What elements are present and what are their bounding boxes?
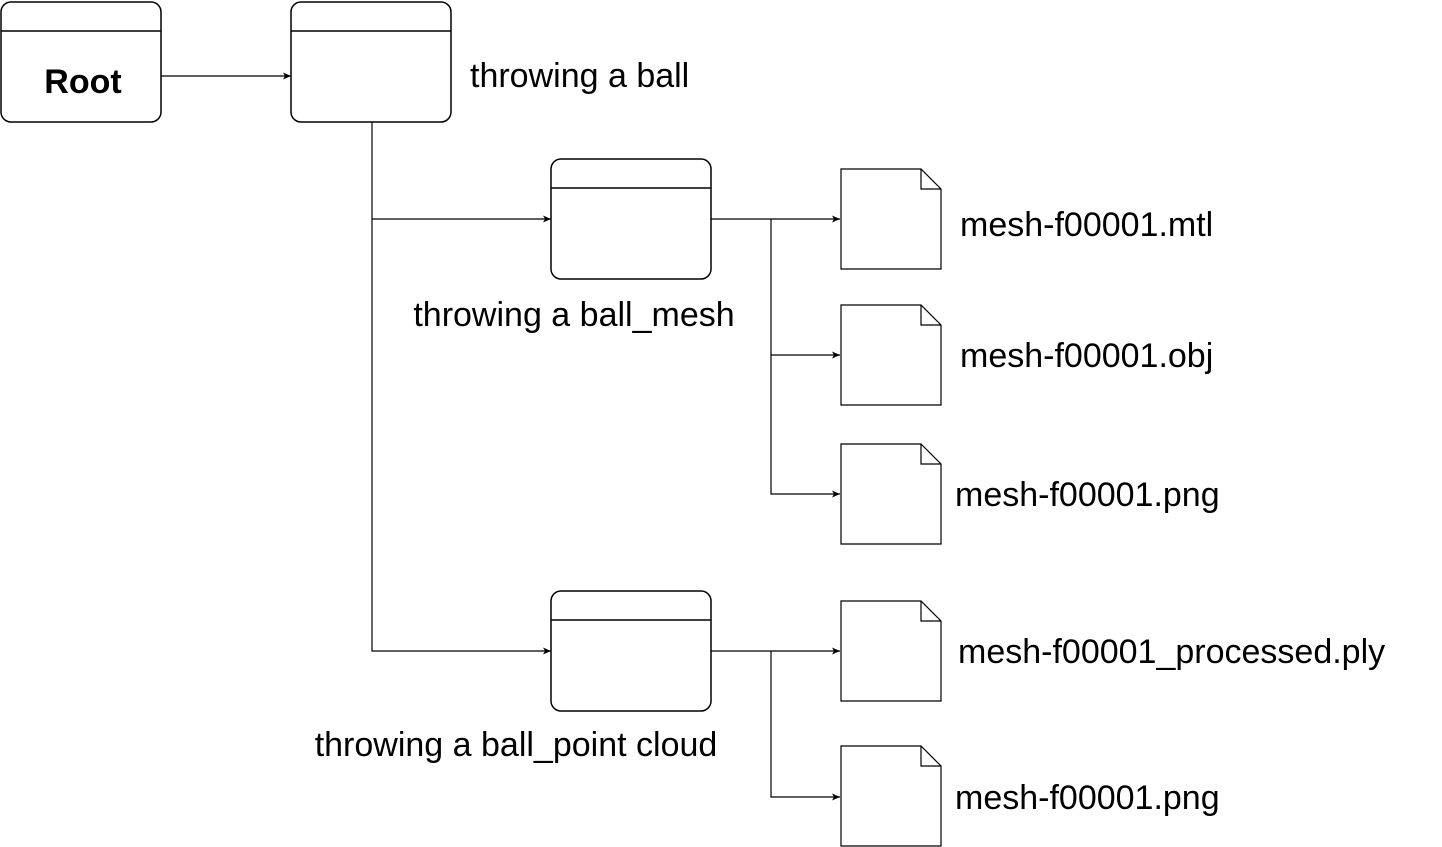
file-fold-icon bbox=[920, 305, 941, 326]
file-icon bbox=[840, 304, 942, 406]
file-fold-icon bbox=[920, 444, 941, 465]
file-fold-icon bbox=[920, 746, 941, 767]
folder-throwing-a-ball-box bbox=[290, 1, 452, 123]
folder-point-cloud[interactable] bbox=[550, 590, 712, 712]
file-point-cloud-png-label: mesh-f00001.png bbox=[955, 779, 1220, 817]
connector-mesh-to-obj bbox=[770, 219, 840, 359]
folder-mesh-label: throwing a ball_mesh bbox=[413, 296, 734, 334]
file-point-cloud-ply[interactable] bbox=[840, 600, 942, 702]
root-folder[interactable]: Root bbox=[0, 1, 162, 123]
file-mesh-obj[interactable] bbox=[840, 304, 942, 406]
root-folder-box bbox=[0, 1, 162, 123]
folder-point-cloud-label: throwing a ball_point cloud bbox=[315, 726, 718, 764]
file-icon bbox=[840, 168, 942, 270]
connector-main-to-mesh bbox=[371, 122, 551, 223]
connector-mesh-to-png bbox=[770, 355, 840, 498]
file-point-cloud-png[interactable] bbox=[840, 745, 942, 847]
file-icon bbox=[840, 745, 942, 847]
file-mesh-mtl-label: mesh-f00001.mtl bbox=[960, 206, 1213, 244]
file-point-cloud-ply-label: mesh-f00001_processed.ply bbox=[958, 633, 1385, 671]
file-mesh-mtl[interactable] bbox=[840, 168, 942, 270]
file-mesh-obj-label: mesh-f00001.obj bbox=[960, 337, 1213, 375]
file-icon bbox=[840, 600, 942, 702]
folder-mesh[interactable] bbox=[550, 158, 712, 280]
folder-throwing-a-ball[interactable] bbox=[290, 1, 452, 123]
file-fold-icon bbox=[920, 169, 941, 190]
file-mesh-png-label: mesh-f00001.png bbox=[955, 476, 1220, 514]
file-mesh-png[interactable] bbox=[840, 443, 942, 545]
root-folder-label: Root bbox=[44, 63, 121, 101]
folder-mesh-box bbox=[550, 158, 712, 280]
connector-point-cloud-to-png bbox=[770, 651, 840, 801]
folder-point-cloud-box bbox=[550, 590, 712, 712]
connectors bbox=[161, 72, 840, 801]
folder-throwing-a-ball-label: throwing a ball bbox=[470, 57, 689, 95]
file-fold-icon bbox=[920, 601, 941, 622]
connector-main-to-point-cloud bbox=[371, 219, 551, 655]
file-icon bbox=[840, 443, 942, 545]
